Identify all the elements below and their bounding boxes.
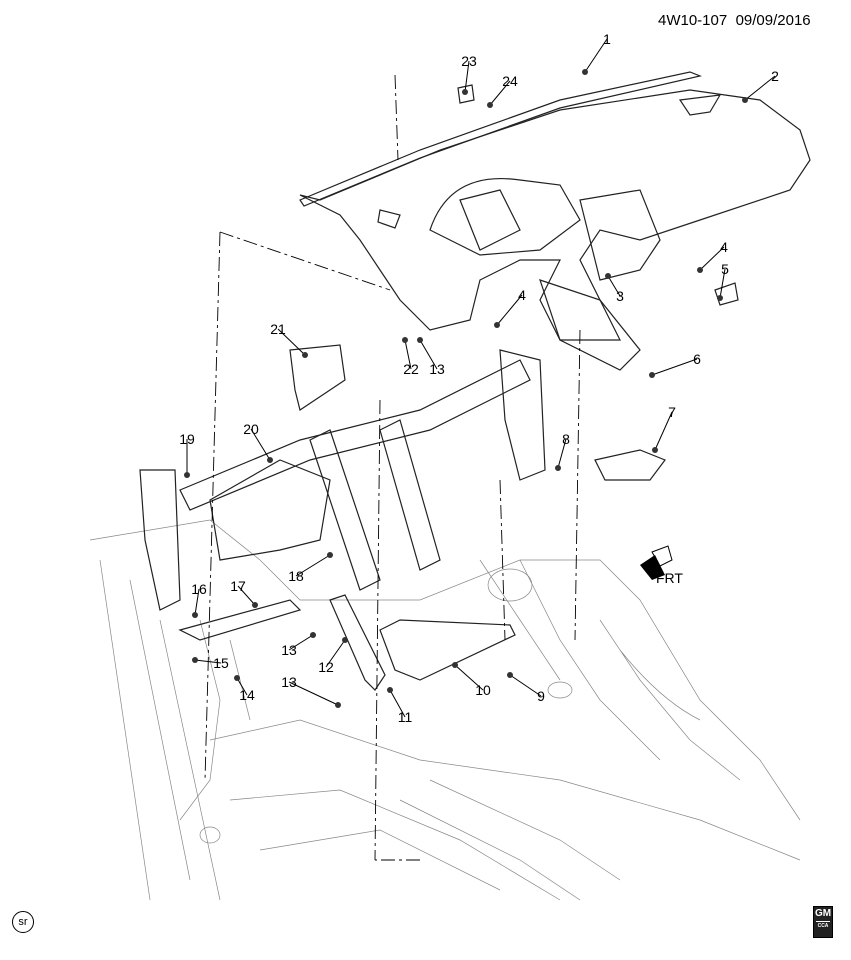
callout-13: 13 <box>281 674 297 690</box>
callout-13: 13 <box>281 642 297 658</box>
fastener-icon <box>327 552 333 558</box>
fastener-icon <box>507 672 513 678</box>
callout-leader <box>496 294 523 326</box>
front-arrow-outline <box>651 545 673 567</box>
callout-15: 15 <box>213 655 229 671</box>
fastener-icon <box>652 447 658 453</box>
callout-leader <box>277 328 306 356</box>
vehicle-body-outline <box>89 519 801 901</box>
fastener-icon <box>402 337 408 343</box>
callout-21: 21 <box>270 321 286 337</box>
fastener-icon <box>462 89 468 95</box>
diagram-code: 4W10-107 <box>658 12 728 29</box>
front-direction-indicator: FRT <box>640 545 683 586</box>
fastener-icon <box>742 97 748 103</box>
callout-1: 1 <box>603 31 611 47</box>
phantom-lines <box>204 74 581 861</box>
callout-leader <box>464 60 470 93</box>
callout-leader <box>719 268 726 299</box>
fastener-icon <box>494 322 500 328</box>
fastener-icon <box>342 637 348 643</box>
callout-leader <box>288 634 314 651</box>
callout-leader <box>288 681 339 706</box>
callout-leader <box>237 585 256 606</box>
brackets <box>178 84 739 691</box>
callout-19: 19 <box>179 431 195 447</box>
callout-6: 6 <box>693 351 701 367</box>
callout-11: 11 <box>398 709 413 725</box>
fastener-icon <box>387 687 393 693</box>
callout-22: 22 <box>403 361 419 377</box>
fastener-icon <box>302 352 308 358</box>
fastener-icon <box>252 602 258 608</box>
diagram-date: 09/09/2016 <box>735 12 811 29</box>
callout-13: 13 <box>429 361 445 377</box>
callout-leaders <box>184 38 776 718</box>
callout-leader <box>389 689 406 718</box>
callout-16: 16 <box>191 581 207 597</box>
callout-4: 4 <box>518 287 526 303</box>
callout-leader <box>744 75 776 101</box>
fastener-icon <box>335 702 341 708</box>
instrument-panel <box>299 89 811 371</box>
callout-20: 20 <box>243 421 259 437</box>
callout-4: 4 <box>720 239 728 255</box>
diagram-header: 4W10-107 09/09/2016 <box>658 12 811 29</box>
fastener-icon <box>417 337 423 343</box>
callout-leader <box>607 275 621 297</box>
fastener-icon <box>234 675 240 681</box>
fastener-icon <box>697 267 703 273</box>
fastener-icon <box>487 102 493 108</box>
callout-leader <box>557 438 567 469</box>
front-label: FRT <box>656 570 683 586</box>
callout-leader <box>194 659 222 664</box>
callout-leader <box>509 674 542 697</box>
fastener-icon <box>605 273 611 279</box>
callout-8: 8 <box>562 431 570 447</box>
front-arrow-icon <box>640 555 665 580</box>
sr-logo: sr <box>12 911 34 933</box>
callout-leader <box>419 339 438 370</box>
fastener-icon <box>184 472 190 478</box>
callout-3: 3 <box>616 288 624 304</box>
fastener-icon <box>555 465 561 471</box>
callout-leader <box>404 339 412 370</box>
callout-leader <box>236 677 248 696</box>
callout-leader <box>584 38 608 73</box>
callout-23: 23 <box>461 53 477 69</box>
callout-leader <box>489 80 511 106</box>
fastener-icon <box>649 372 655 378</box>
callout-leader <box>250 428 271 461</box>
callout-9: 9 <box>537 688 545 704</box>
fastener-icon <box>267 457 273 463</box>
callout-leader <box>651 358 698 376</box>
callout-leader <box>325 639 346 668</box>
callout-leader <box>654 411 673 451</box>
fastener-icon <box>452 662 458 668</box>
fastener-icon <box>192 657 198 663</box>
callout-18: 18 <box>288 568 304 584</box>
callout-7: 7 <box>668 404 676 420</box>
callout-5: 5 <box>721 261 729 277</box>
callout-17: 17 <box>230 578 246 594</box>
callout-2: 2 <box>771 68 779 84</box>
callout-12: 12 <box>318 659 334 675</box>
callout-leader <box>194 588 200 616</box>
callout-10: 10 <box>475 682 491 698</box>
fastener-icon <box>717 295 723 301</box>
callout-14: 14 <box>239 687 255 703</box>
callout-leader <box>454 664 484 691</box>
callout-leader <box>295 554 331 577</box>
fastener-icon <box>192 612 198 618</box>
fastener-icon <box>310 632 316 638</box>
callout-24: 24 <box>502 73 518 89</box>
windshield-trim-strip <box>299 71 703 207</box>
callout-leader <box>699 246 725 271</box>
fastener-icon <box>582 69 588 75</box>
cross-car-beam <box>139 344 546 611</box>
